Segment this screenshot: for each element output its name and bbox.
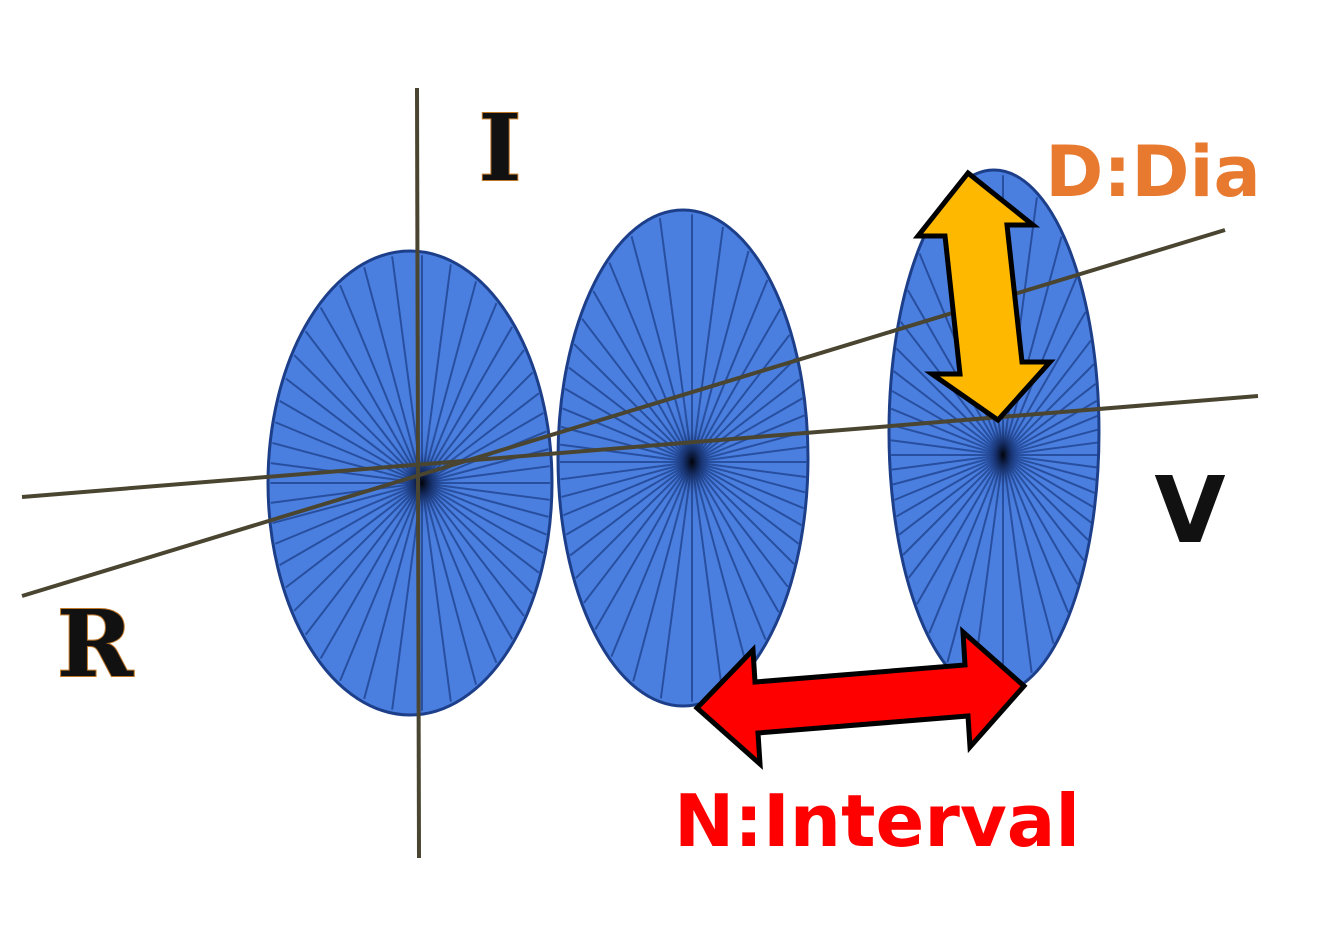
axis-i-line	[415, 87, 421, 859]
diameter-label: D:Dia	[1045, 131, 1260, 213]
disc-3	[887, 168, 1101, 696]
axis-v-label: V	[1154, 457, 1225, 564]
axis-v-line	[21, 394, 1259, 499]
axis-r-label: R	[57, 590, 134, 698]
axis-i-label: I	[478, 94, 521, 202]
diameter-arrow	[912, 169, 1056, 424]
disc-2	[556, 208, 810, 708]
interval-label: N:Interval	[674, 779, 1080, 863]
axis-r-line	[21, 228, 1226, 598]
axis-lines	[21, 87, 1259, 859]
interval-arrow	[693, 626, 1028, 770]
disc-1	[266, 249, 554, 717]
